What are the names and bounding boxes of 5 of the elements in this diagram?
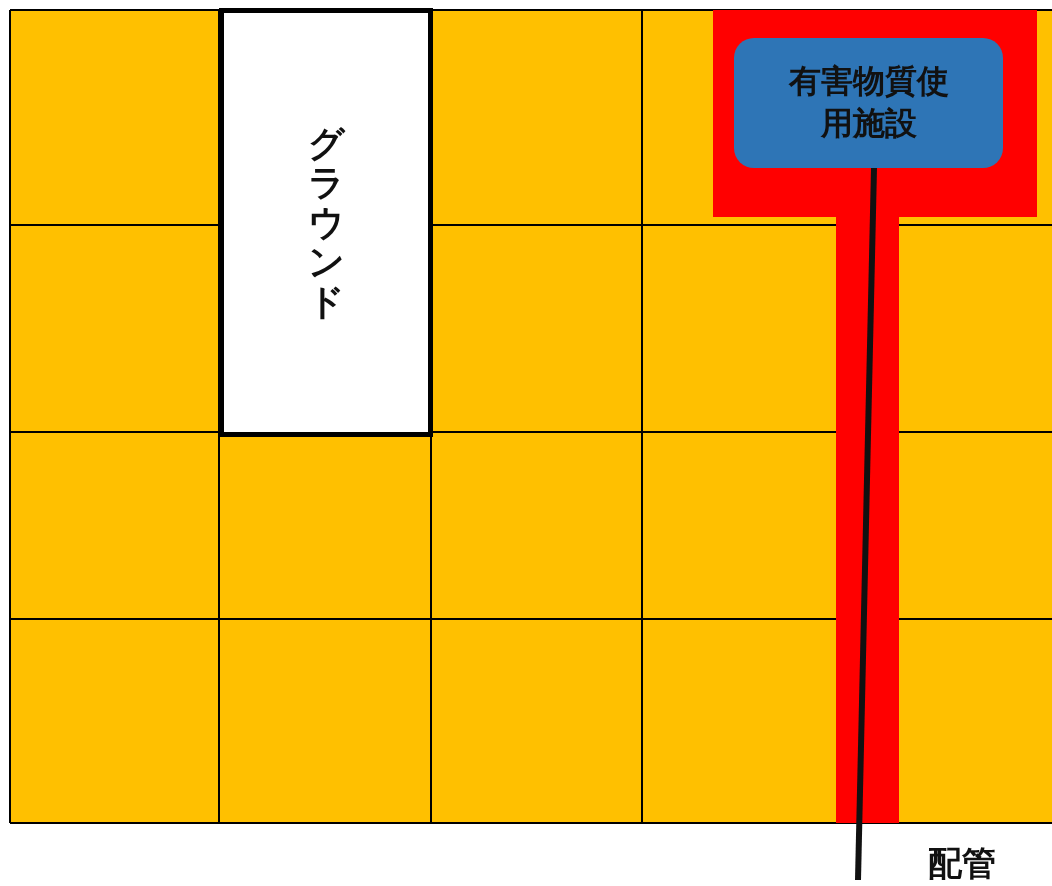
ground-label: グラウンド bbox=[308, 123, 344, 322]
pipe-label: 配管 bbox=[927, 842, 997, 885]
facility-box bbox=[734, 38, 1003, 168]
facility-label: 有害物質使用施設 bbox=[787, 61, 950, 144]
ground-area bbox=[219, 8, 433, 437]
